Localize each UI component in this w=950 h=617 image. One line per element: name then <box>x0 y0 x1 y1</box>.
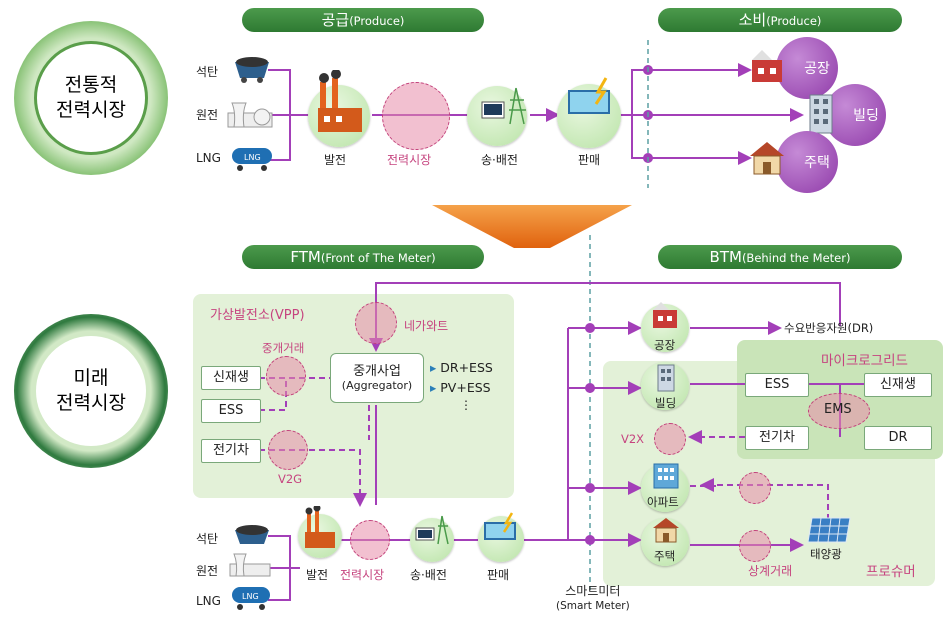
aggregator-box: 중개사업 (Aggregator) <box>330 353 424 403</box>
solar-label: 태양광 <box>810 547 842 561</box>
generation-label: 발전 <box>324 153 347 167</box>
source-coal-label: 석탄 <box>196 65 219 79</box>
source-lng-label: LNG <box>196 151 221 165</box>
service-more: ⋮ <box>460 398 472 412</box>
negawatt-node <box>355 302 397 344</box>
supply-header: 공급(Produce) <box>242 8 484 32</box>
traditional-market-ring: 전통적 전력시장 <box>14 21 168 175</box>
handshake-monitor-icon <box>566 76 616 120</box>
consumer-building: 빌딩 <box>824 84 886 146</box>
btm-house-label: 주택 <box>654 549 676 563</box>
source-nuclear-label: 원전 <box>196 108 219 122</box>
vpp-ess-box: ESS <box>201 399 261 423</box>
factory-plant-icon <box>316 69 364 136</box>
house-icon <box>651 516 681 544</box>
smart-meter-label: 스마트미터 (Smart Meter) <box>556 584 630 612</box>
transmission-tower-icon <box>478 84 532 130</box>
ems-label: EMS <box>824 402 852 417</box>
consumer-house: 주택 <box>776 131 838 193</box>
future-market-ring: 미래 전력시장 <box>14 314 168 468</box>
mg-ess-box: ESS <box>745 373 809 397</box>
nuclear-plant-icon <box>226 99 274 129</box>
service-dr-ess: ▸ DR+ESS <box>430 360 493 375</box>
ring-line2: 전력시장 <box>56 392 126 414</box>
bottom-lng-label: LNG <box>196 594 221 608</box>
bottom-power-market-node <box>350 520 390 560</box>
handshake-monitor-icon <box>482 512 520 544</box>
lng-truck-icon: LNG <box>230 583 276 613</box>
p2p-top-node <box>739 472 771 504</box>
lng-truck-icon: LNG <box>230 142 278 174</box>
bottom-sales-label: 판매 <box>487 568 510 582</box>
btm-header: BTM(Behind the Meter) <box>658 245 902 269</box>
btm-factory-label: 공장 <box>654 338 676 352</box>
negawatt-label: 네가와트 <box>404 319 449 333</box>
transmission-label: 송·배전 <box>481 153 518 167</box>
factory-icon <box>748 46 788 86</box>
mg-dr-box: DR <box>864 426 932 450</box>
ftm-header: FTM(Front of The Meter) <box>242 245 484 269</box>
vpp-ev-box: 전기차 <box>201 439 261 463</box>
brokerage-node <box>266 356 306 396</box>
solar-panel-icon <box>806 516 852 546</box>
microgrid-title: 마이크로그리드 <box>821 353 908 369</box>
vpp-title: 가상발전소(VPP) <box>210 308 305 323</box>
factory-plant-icon <box>304 504 336 550</box>
house-icon <box>748 140 786 176</box>
sales-label: 판매 <box>578 153 601 167</box>
brokerage-trade-label: 중개거래 <box>262 341 305 355</box>
v2x-node <box>654 423 686 455</box>
ring-line1: 전통적 <box>64 74 118 96</box>
coal-cart-icon <box>232 54 272 84</box>
consumer-factory: 공장 <box>776 37 838 99</box>
building-icon <box>656 364 676 392</box>
bottom-generation-label: 발전 <box>306 568 329 582</box>
consume-header: 소비(Produce) <box>658 8 902 32</box>
aggregator-line2: (Aggregator) <box>341 379 413 392</box>
building-icon <box>806 93 836 135</box>
svg-text:LNG: LNG <box>242 592 259 601</box>
ring-line2: 전력시장 <box>56 99 126 121</box>
ems-node <box>808 393 870 429</box>
coal-cart-icon <box>232 522 272 550</box>
power-market-label: 전력시장 <box>387 153 432 167</box>
mg-ev-box: 전기차 <box>745 426 809 450</box>
vpp-renewable-box: 신재생 <box>201 366 261 390</box>
bottom-nuclear-label: 원전 <box>196 564 219 578</box>
bottom-power-market-label: 전력시장 <box>340 568 385 582</box>
btm-building-label: 빌딩 <box>655 396 677 410</box>
v2g-label: V2G <box>278 472 303 486</box>
nuclear-plant-icon <box>228 552 272 578</box>
btm-apartment-label: 아파트 <box>647 495 679 509</box>
p2p-trade-label: 상계거래 <box>748 564 793 578</box>
bottom-transmission-label: 송·배전 <box>410 568 447 582</box>
ring-line1: 미래 <box>73 367 109 389</box>
v2g-node <box>268 430 308 470</box>
svg-text:LNG: LNG <box>244 153 261 162</box>
p2p-bottom-node <box>739 530 771 562</box>
dr-resource-label: 수요반응자원(DR) <box>784 321 874 335</box>
bottom-coal-label: 석탄 <box>196 532 219 546</box>
service-pv-ess: ▸ PV+ESS <box>430 380 491 395</box>
power-market-node <box>382 82 450 150</box>
v2x-label: V2X <box>621 432 645 446</box>
apartment-icon <box>651 460 681 490</box>
transition-arrow <box>432 205 632 248</box>
transmission-tower-icon <box>414 514 454 548</box>
factory-icon <box>650 300 682 330</box>
aggregator-line1: 중개사업 <box>353 364 401 379</box>
mg-renewable-box: 신재생 <box>864 373 932 397</box>
prosumer-title: 프로슈머 <box>866 564 916 580</box>
